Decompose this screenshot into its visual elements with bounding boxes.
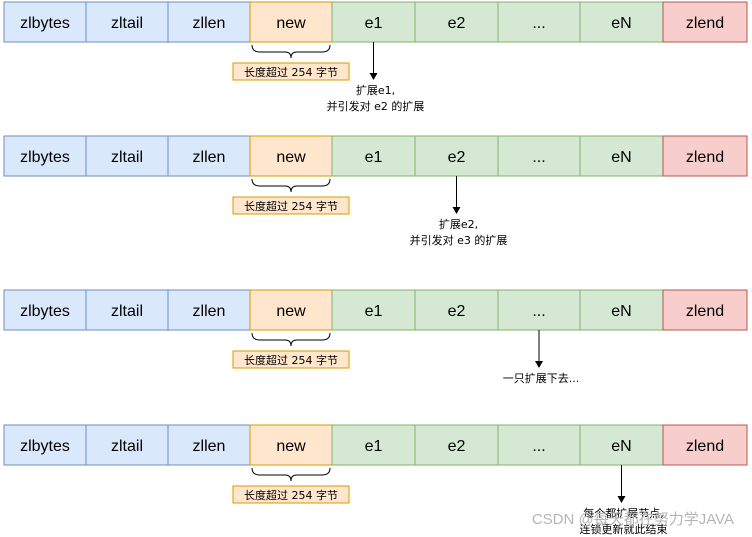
cell-entry-6 <box>414 424 499 466</box>
size-label-text: 长度超过 254 字节 <box>244 488 338 502</box>
cell-header-3 <box>167 424 251 466</box>
cell-new-4 <box>249 289 333 331</box>
size-label-text: 长度超过 254 字节 <box>244 65 338 79</box>
watermark: CSDN @每天都在努力学JAVA <box>532 511 734 528</box>
cell-label: e1 <box>365 438 383 455</box>
arrow-note-line-1: 扩展e2, <box>439 217 478 231</box>
cell-header-3 <box>167 135 251 177</box>
cell-label: e2 <box>448 303 466 320</box>
cell-entry-6 <box>414 289 499 331</box>
size-label-box <box>232 62 350 81</box>
cell-header-2 <box>85 135 169 177</box>
cell-new-4 <box>249 135 333 177</box>
cell-label: zltail <box>111 15 143 32</box>
brace-under-new <box>251 44 331 59</box>
brace-under-new <box>251 332 331 347</box>
cell-label: zllen <box>193 15 226 32</box>
cell-label: e1 <box>365 15 383 32</box>
arrow-head <box>535 361 543 368</box>
cell-label: ... <box>532 303 545 320</box>
cell-label: ... <box>532 438 545 455</box>
cell-label: e2 <box>448 149 466 166</box>
arrow-note-line-1: 一只扩展下去... <box>503 371 580 385</box>
cell-label: zlend <box>686 303 724 320</box>
cell-entry-7 <box>497 424 581 466</box>
cell-label: e1 <box>365 149 383 166</box>
arrow-head <box>369 73 378 80</box>
cell-label: zlend <box>686 149 724 166</box>
cell-label: eN <box>611 149 631 166</box>
cell-entry-7 <box>497 289 581 331</box>
cell-entry-8 <box>579 289 664 331</box>
size-label-text: 长度超过 254 字节 <box>244 353 338 367</box>
cell-label: zlbytes <box>20 149 70 166</box>
cell-label: zlbytes <box>20 438 70 455</box>
arrow-head <box>617 496 626 503</box>
cell-new-4 <box>249 424 333 466</box>
cell-end-9 <box>662 1 748 43</box>
cell-entry-5 <box>331 289 416 331</box>
cell-label: eN <box>611 303 631 320</box>
size-label-box <box>232 485 350 504</box>
ziplist-row-2: zlbytes zltail zllen new e1 e2... eN zlend 长度超过 … <box>3 135 748 247</box>
arrow-head <box>452 207 461 214</box>
cell-header-1 <box>3 1 87 43</box>
cell-label: zllen <box>193 303 226 320</box>
cell-header-1 <box>3 135 87 177</box>
cell-label: zlbytes <box>20 303 70 320</box>
cell-label: ... <box>532 15 545 32</box>
cell-end-9 <box>662 289 748 331</box>
size-label-box <box>232 196 350 215</box>
arrow-note-line-2: 连锁更新就此结束 <box>580 522 668 536</box>
arrow-note-line-1: 扩展e1, <box>356 83 395 97</box>
cell-entry-8 <box>579 424 664 466</box>
cell-label: zltail <box>111 438 143 455</box>
arrow-note-line-2: 并引发对 e3 的扩展 <box>410 233 508 247</box>
cell-label: zlend <box>686 15 724 32</box>
cell-label: zlend <box>686 438 724 455</box>
cell-label: new <box>276 438 306 455</box>
cell-entry-5 <box>331 135 416 177</box>
cell-label: new <box>276 303 306 320</box>
size-label-text: 长度超过 254 字节 <box>244 199 338 213</box>
cell-label: new <box>276 149 306 166</box>
brace-under-new <box>251 178 331 193</box>
cell-header-2 <box>85 1 169 43</box>
cell-header-3 <box>167 1 251 43</box>
cell-header-1 <box>3 289 87 331</box>
cell-label: zlbytes <box>20 15 70 32</box>
cell-label: new <box>276 15 306 32</box>
cell-label: e1 <box>365 303 383 320</box>
cell-label: eN <box>611 15 631 32</box>
cell-label: zltail <box>111 149 143 166</box>
cell-label: e2 <box>448 15 466 32</box>
brace-under-new <box>251 467 331 482</box>
cell-label: zllen <box>193 438 226 455</box>
cell-entry-8 <box>579 1 664 43</box>
ziplist-row-4: zlbytes zltail zllen new e1 e2... eN zlend 长度超过 … <box>3 424 748 536</box>
cell-end-9 <box>662 424 748 466</box>
cell-entry-6 <box>414 1 499 43</box>
cell-label: ... <box>532 149 545 166</box>
ziplist-row-1: zlbytes zltail zllen new e1 e2... eN zlend 长度超过 … <box>3 1 748 113</box>
arrow-note-line-2: 并引发对 e2 的扩展 <box>327 99 425 113</box>
cell-label: zltail <box>111 303 143 320</box>
cell-label: e2 <box>448 438 466 455</box>
cell-entry-7 <box>497 1 581 43</box>
cell-header-2 <box>85 289 169 331</box>
arrow-note-line-1: 每个都扩展节点, <box>583 506 664 520</box>
cell-end-9 <box>662 135 748 177</box>
cell-label: zllen <box>193 149 226 166</box>
cell-label: eN <box>611 438 631 455</box>
ziplist-row-3: zlbytes zltail zllen new e1 e2... eN zlend 长度超过 … <box>3 289 748 385</box>
size-label-box <box>232 350 350 369</box>
